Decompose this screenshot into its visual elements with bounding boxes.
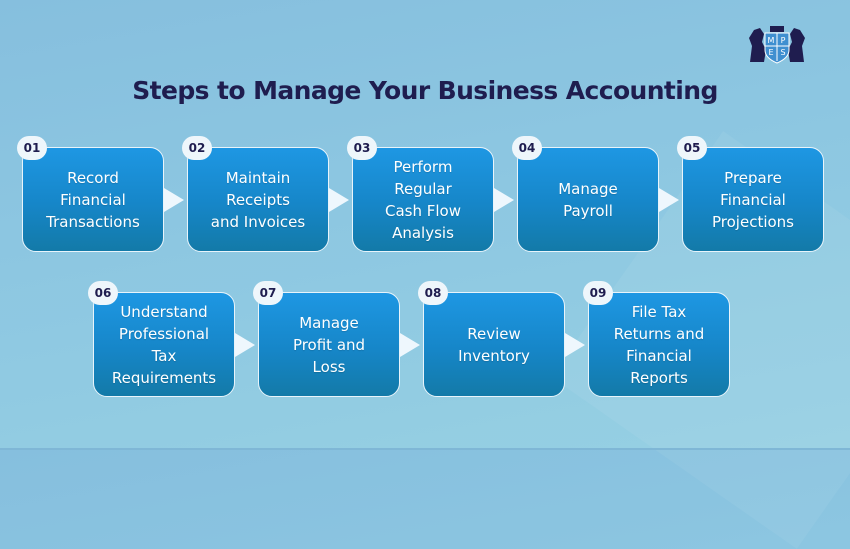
arrow-right-icon [494,188,514,212]
arrow-right-icon [235,333,255,357]
step-label: Review Inventory [458,324,530,365]
step-07: 07 Manage Profit and Loss [253,281,400,397]
step-label: Manage Payroll [558,179,618,220]
arrow-right-icon [565,333,585,357]
step-09: 09 File Tax Returns and Financial Report… [583,281,730,397]
step-number-badge: 01 [17,136,47,160]
arrow-right-icon [659,188,679,212]
step-label: Understand Professional Tax Requirements [111,302,217,387]
step-number-badge: 09 [583,281,613,305]
svg-text:M: M [768,36,775,45]
page-title: Steps to Manage Your Business Accounting [132,76,718,105]
arrow-right-icon [329,188,349,212]
step-03: 03 Perform Regular Cash Flow Analysis [347,136,494,252]
step-label: Prepare Financial Projections [712,168,794,231]
arrow-right-icon [164,188,184,212]
step-05: 05 Prepare Financial Projections [677,136,824,252]
step-number-badge: 05 [677,136,707,160]
step-number-badge: 04 [512,136,542,160]
step-label: Record Financial Transactions [46,168,140,231]
step-label: File Tax Returns and Financial Reports [613,302,705,387]
svg-text:P: P [781,36,786,45]
step-04: 04 Manage Payroll [512,136,659,252]
step-label: Maintain Receipts and Invoices [210,168,306,231]
step-label: Manage Profit and Loss [292,313,366,376]
step-01: 01 Record Financial Transactions [17,136,164,252]
arrow-right-icon [400,333,420,357]
step-number-badge: 03 [347,136,377,160]
step-08: 08 Review Inventory [418,281,565,397]
svg-text:S: S [780,48,785,57]
step-06: 06 Understand Professional Tax Requireme… [88,281,235,397]
mpes-logo-icon: M P E S [749,26,805,64]
step-number-badge: 02 [182,136,212,160]
step-number-badge: 08 [418,281,448,305]
step-number-badge: 07 [253,281,283,305]
step-number-badge: 06 [88,281,118,305]
step-02: 02 Maintain Receipts and Invoices [182,136,329,252]
svg-text:E: E [768,48,773,57]
bottom-border [0,448,850,450]
step-label: Perform Regular Cash Flow Analysis [385,157,461,242]
